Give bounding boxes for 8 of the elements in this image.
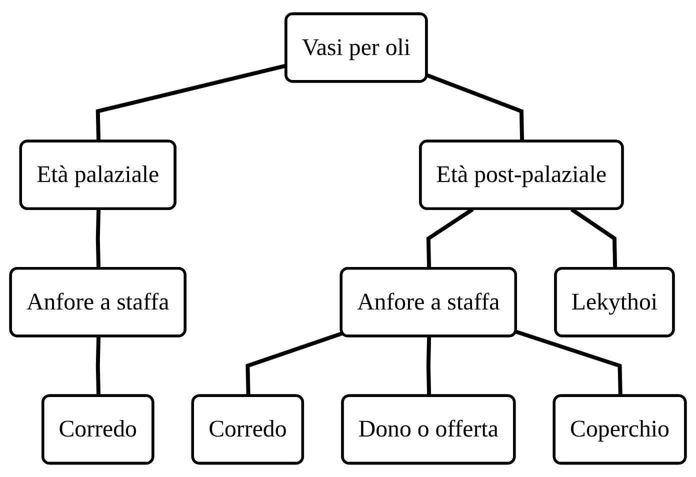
connector [246, 331, 344, 396]
connector [570, 208, 618, 270]
connector [426, 73, 524, 142]
connector [515, 330, 622, 396]
connector [96, 336, 101, 396]
connector [426, 336, 432, 396]
connector [426, 208, 474, 270]
connector [96, 209, 101, 270]
